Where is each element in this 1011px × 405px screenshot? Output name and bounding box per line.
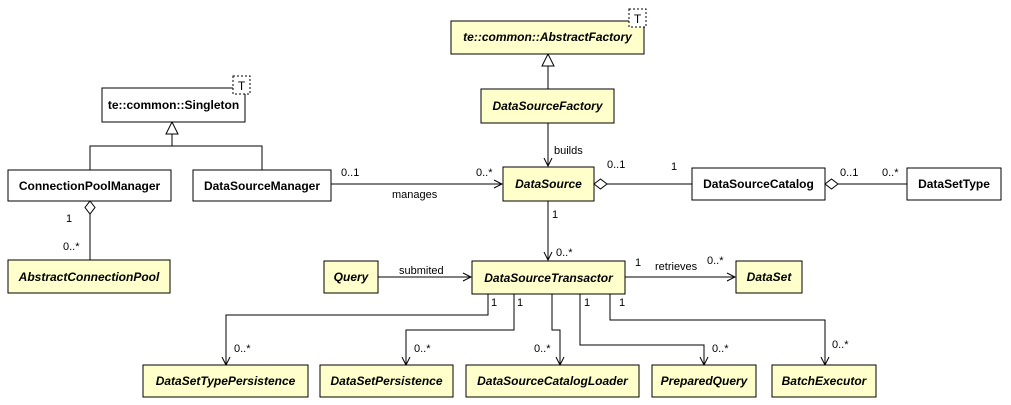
catalog-type-target-multiplicity: 0..*	[882, 167, 899, 179]
class-name: BatchExecutor	[782, 374, 868, 388]
class-connection-pool-manager[interactable]: ConnectionPoolManager	[7, 169, 172, 202]
class-name: PreparedQuery	[661, 374, 749, 388]
template-parameter-box	[628, 8, 647, 28]
persistence-source-multiplicity: 1	[517, 297, 523, 309]
class-name: DataSetTypePersistence	[156, 374, 296, 388]
catalog-loader-target-multiplicity: 0..*	[534, 343, 551, 355]
type-persistence-source-multiplicity: 1	[491, 297, 497, 309]
pool-target-multiplicity: 0..*	[63, 241, 80, 253]
class-data-source[interactable]: DataSource	[502, 166, 595, 202]
aggregation-diamond	[824, 178, 839, 190]
class-name: DataSetPersistence	[330, 374, 442, 388]
template-parameter: T	[238, 79, 246, 93]
ds-catalog-source-multiplicity: 0..1	[607, 159, 625, 171]
class-prepared-query[interactable]: PreparedQuery	[651, 364, 757, 398]
edges	[84, 52, 907, 365]
retrieves-label: retrieves	[655, 261, 698, 273]
ds-transactor-source-multiplicity: 1	[552, 209, 558, 221]
aggregation-diamond	[593, 178, 608, 190]
batch-executor-target-multiplicity: 0..*	[832, 339, 849, 351]
pool-source-multiplicity: 1	[66, 213, 72, 225]
generalization-dsm-edge	[172, 145, 263, 170]
generalization-triangle	[165, 120, 179, 135]
template-parameter-box	[232, 75, 251, 95]
ds-catalog-target-multiplicity: 1	[671, 161, 677, 173]
prepared-query-target-multiplicity: 0..*	[712, 343, 729, 355]
edge-labels: builds manages 0..1 0..* 0..1 1 0..1 0..…	[63, 145, 899, 355]
class-abstract-factory[interactable]: te::common::AbstractFactory T	[450, 8, 647, 55]
class-name: Query	[334, 270, 370, 284]
class-name: te::common::Singleton	[108, 98, 239, 112]
class-query[interactable]: Query	[323, 260, 379, 294]
type-persistence-target-multiplicity: 0..*	[234, 343, 251, 355]
class-name: DataSourceManager	[204, 179, 320, 193]
persistence-edge	[406, 294, 515, 365]
manages-target-multiplicity: 0..*	[476, 167, 493, 179]
generalization-cpm-edge	[89, 134, 173, 170]
class-name: te::common::AbstractFactory	[463, 30, 633, 44]
class-data-source-transactor[interactable]: DataSourceTransactor	[471, 260, 626, 295]
class-data-source-catalog-loader[interactable]: DataSourceCatalogLoader	[465, 364, 640, 398]
class-data-source-factory[interactable]: DataSourceFactory	[480, 88, 615, 124]
manages-source-multiplicity: 0..1	[341, 167, 359, 179]
class-data-source-catalog[interactable]: DataSourceCatalog	[691, 167, 826, 201]
batch-executor-edge	[609, 294, 825, 365]
class-name: DataSetType	[918, 177, 990, 191]
class-name: DataSourceCatalogLoader	[477, 374, 629, 388]
retrieves-target-multiplicity: 0..*	[707, 255, 724, 267]
class-name: DataSource	[515, 177, 582, 191]
class-data-set-type-persistence[interactable]: DataSetTypePersistence	[142, 364, 309, 398]
aggregation-diamond	[84, 200, 96, 215]
class-name: DataSourceCatalog	[703, 177, 814, 191]
class-name: DataSourceFactory	[492, 99, 603, 113]
manages-label: manages	[392, 189, 438, 201]
template-parameter: T	[634, 12, 642, 26]
type-persistence-edge	[226, 294, 489, 365]
prepared-query-source-multiplicity: 1	[584, 297, 590, 309]
class-data-set-type[interactable]: DataSetType	[906, 167, 1002, 201]
class-name: AbstractConnectionPool	[18, 270, 160, 284]
class-data-set[interactable]: DataSet	[735, 260, 803, 294]
generalization-triangle	[541, 52, 555, 67]
submited-label: submited	[399, 265, 444, 277]
class-data-set-persistence[interactable]: DataSetPersistence	[319, 364, 454, 398]
ds-transactor-target-multiplicity: 0..*	[556, 247, 573, 259]
class-data-source-manager[interactable]: DataSourceManager	[192, 169, 332, 202]
builds-label: builds	[554, 145, 583, 157]
class-batch-executor[interactable]: BatchExecutor	[771, 364, 877, 398]
catalog-loader-edge	[551, 294, 560, 365]
retrieves-source-multiplicity: 1	[635, 257, 641, 269]
class-name: DataSet	[747, 270, 793, 284]
class-singleton[interactable]: te::common::Singleton T	[101, 75, 251, 123]
catalog-type-source-multiplicity: 0..1	[840, 167, 858, 179]
prepared-query-edge	[579, 294, 704, 365]
persistence-target-multiplicity: 0..*	[414, 343, 431, 355]
batch-executor-source-multiplicity: 1	[619, 297, 625, 309]
class-name: DataSourceTransactor	[484, 271, 614, 285]
class-abstract-connection-pool[interactable]: AbstractConnectionPool	[7, 259, 171, 294]
class-name: ConnectionPoolManager	[19, 179, 161, 193]
